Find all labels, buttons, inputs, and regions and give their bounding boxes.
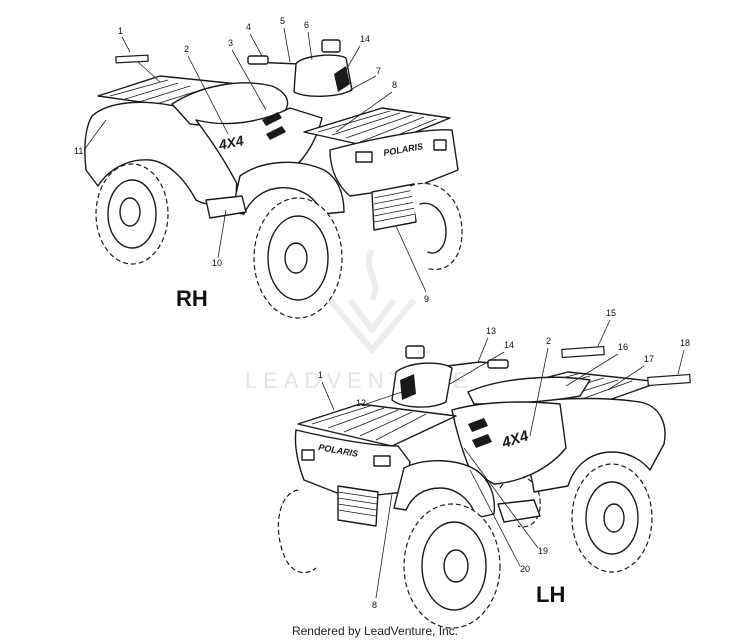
rh-callout-7: 7	[376, 66, 381, 76]
rh-callouts: 1 2 3 4 5 6 14 7 8 11 10 9	[74, 16, 429, 304]
lh-front-body	[294, 429, 411, 499]
rh-handlebar	[247, 39, 353, 97]
lh-callout-17: 17	[644, 354, 654, 364]
rh-callout-11: 11	[74, 146, 83, 156]
rh-callout-10: 10	[212, 258, 222, 268]
lh-callout-15: 15	[606, 308, 616, 318]
lh-grille	[337, 485, 379, 527]
rh-callout-3: 3	[228, 38, 233, 48]
rh-callout-5: 5	[280, 16, 285, 26]
footer-credit: Rendered by LeadVenture, Inc.	[291, 624, 459, 638]
lh-callout-19: 19	[538, 546, 548, 556]
lh-callout-2: 2	[546, 336, 551, 346]
atv-rh-view: 4X4 POLARIS	[84, 39, 463, 319]
rh-front-rack	[303, 107, 451, 149]
rh-callout-8: 8	[392, 80, 397, 90]
lh-callouts: 13 14 15 2 16 17 18 1 12 19 20 8	[318, 308, 691, 610]
rh-callout-1: 1	[118, 26, 123, 36]
lh-callout-1: 1	[318, 370, 323, 380]
lh-view-label: LH	[536, 582, 565, 607]
lh-rear-wheel	[571, 463, 653, 573]
rh-front-fender	[231, 161, 345, 215]
rh-callout-2: 2	[184, 44, 189, 54]
lh-far-front-wheel	[277, 489, 317, 574]
atv-lh-view: 4X4 POLARIS	[277, 345, 666, 629]
lh-callout-14: 14	[504, 340, 514, 350]
rh-rear-wheel	[95, 163, 169, 265]
rh-far-front-wheel	[409, 182, 463, 270]
watermark-logo-icon	[327, 248, 417, 353]
lh-callout-16: 16	[618, 342, 628, 352]
lh-decal-strip-15	[561, 345, 605, 359]
lh-callout-20: 20	[520, 564, 530, 574]
lh-front-wheel	[403, 503, 501, 629]
rh-grille	[371, 183, 417, 231]
lh-callout-13: 13	[486, 326, 496, 336]
rh-callout-6: 6	[304, 20, 309, 30]
lh-decal-strip-18	[647, 373, 691, 387]
lh-handlebar	[391, 345, 509, 408]
lh-callout-8: 8	[372, 600, 377, 610]
rh-callout-14: 14	[360, 34, 370, 44]
lh-front-rack	[297, 403, 457, 447]
rh-front-wheel	[253, 197, 343, 319]
rh-callout-9: 9	[424, 294, 429, 304]
lh-callout-18: 18	[680, 338, 690, 348]
rh-callout-4: 4	[246, 22, 251, 32]
rh-view-label: RH	[176, 286, 208, 311]
lh-callout-12: 12	[356, 398, 366, 408]
rh-decal-strip-1	[115, 54, 149, 64]
rh-front-body	[329, 129, 459, 197]
rh-4x4-decal: 4X4	[216, 132, 245, 153]
